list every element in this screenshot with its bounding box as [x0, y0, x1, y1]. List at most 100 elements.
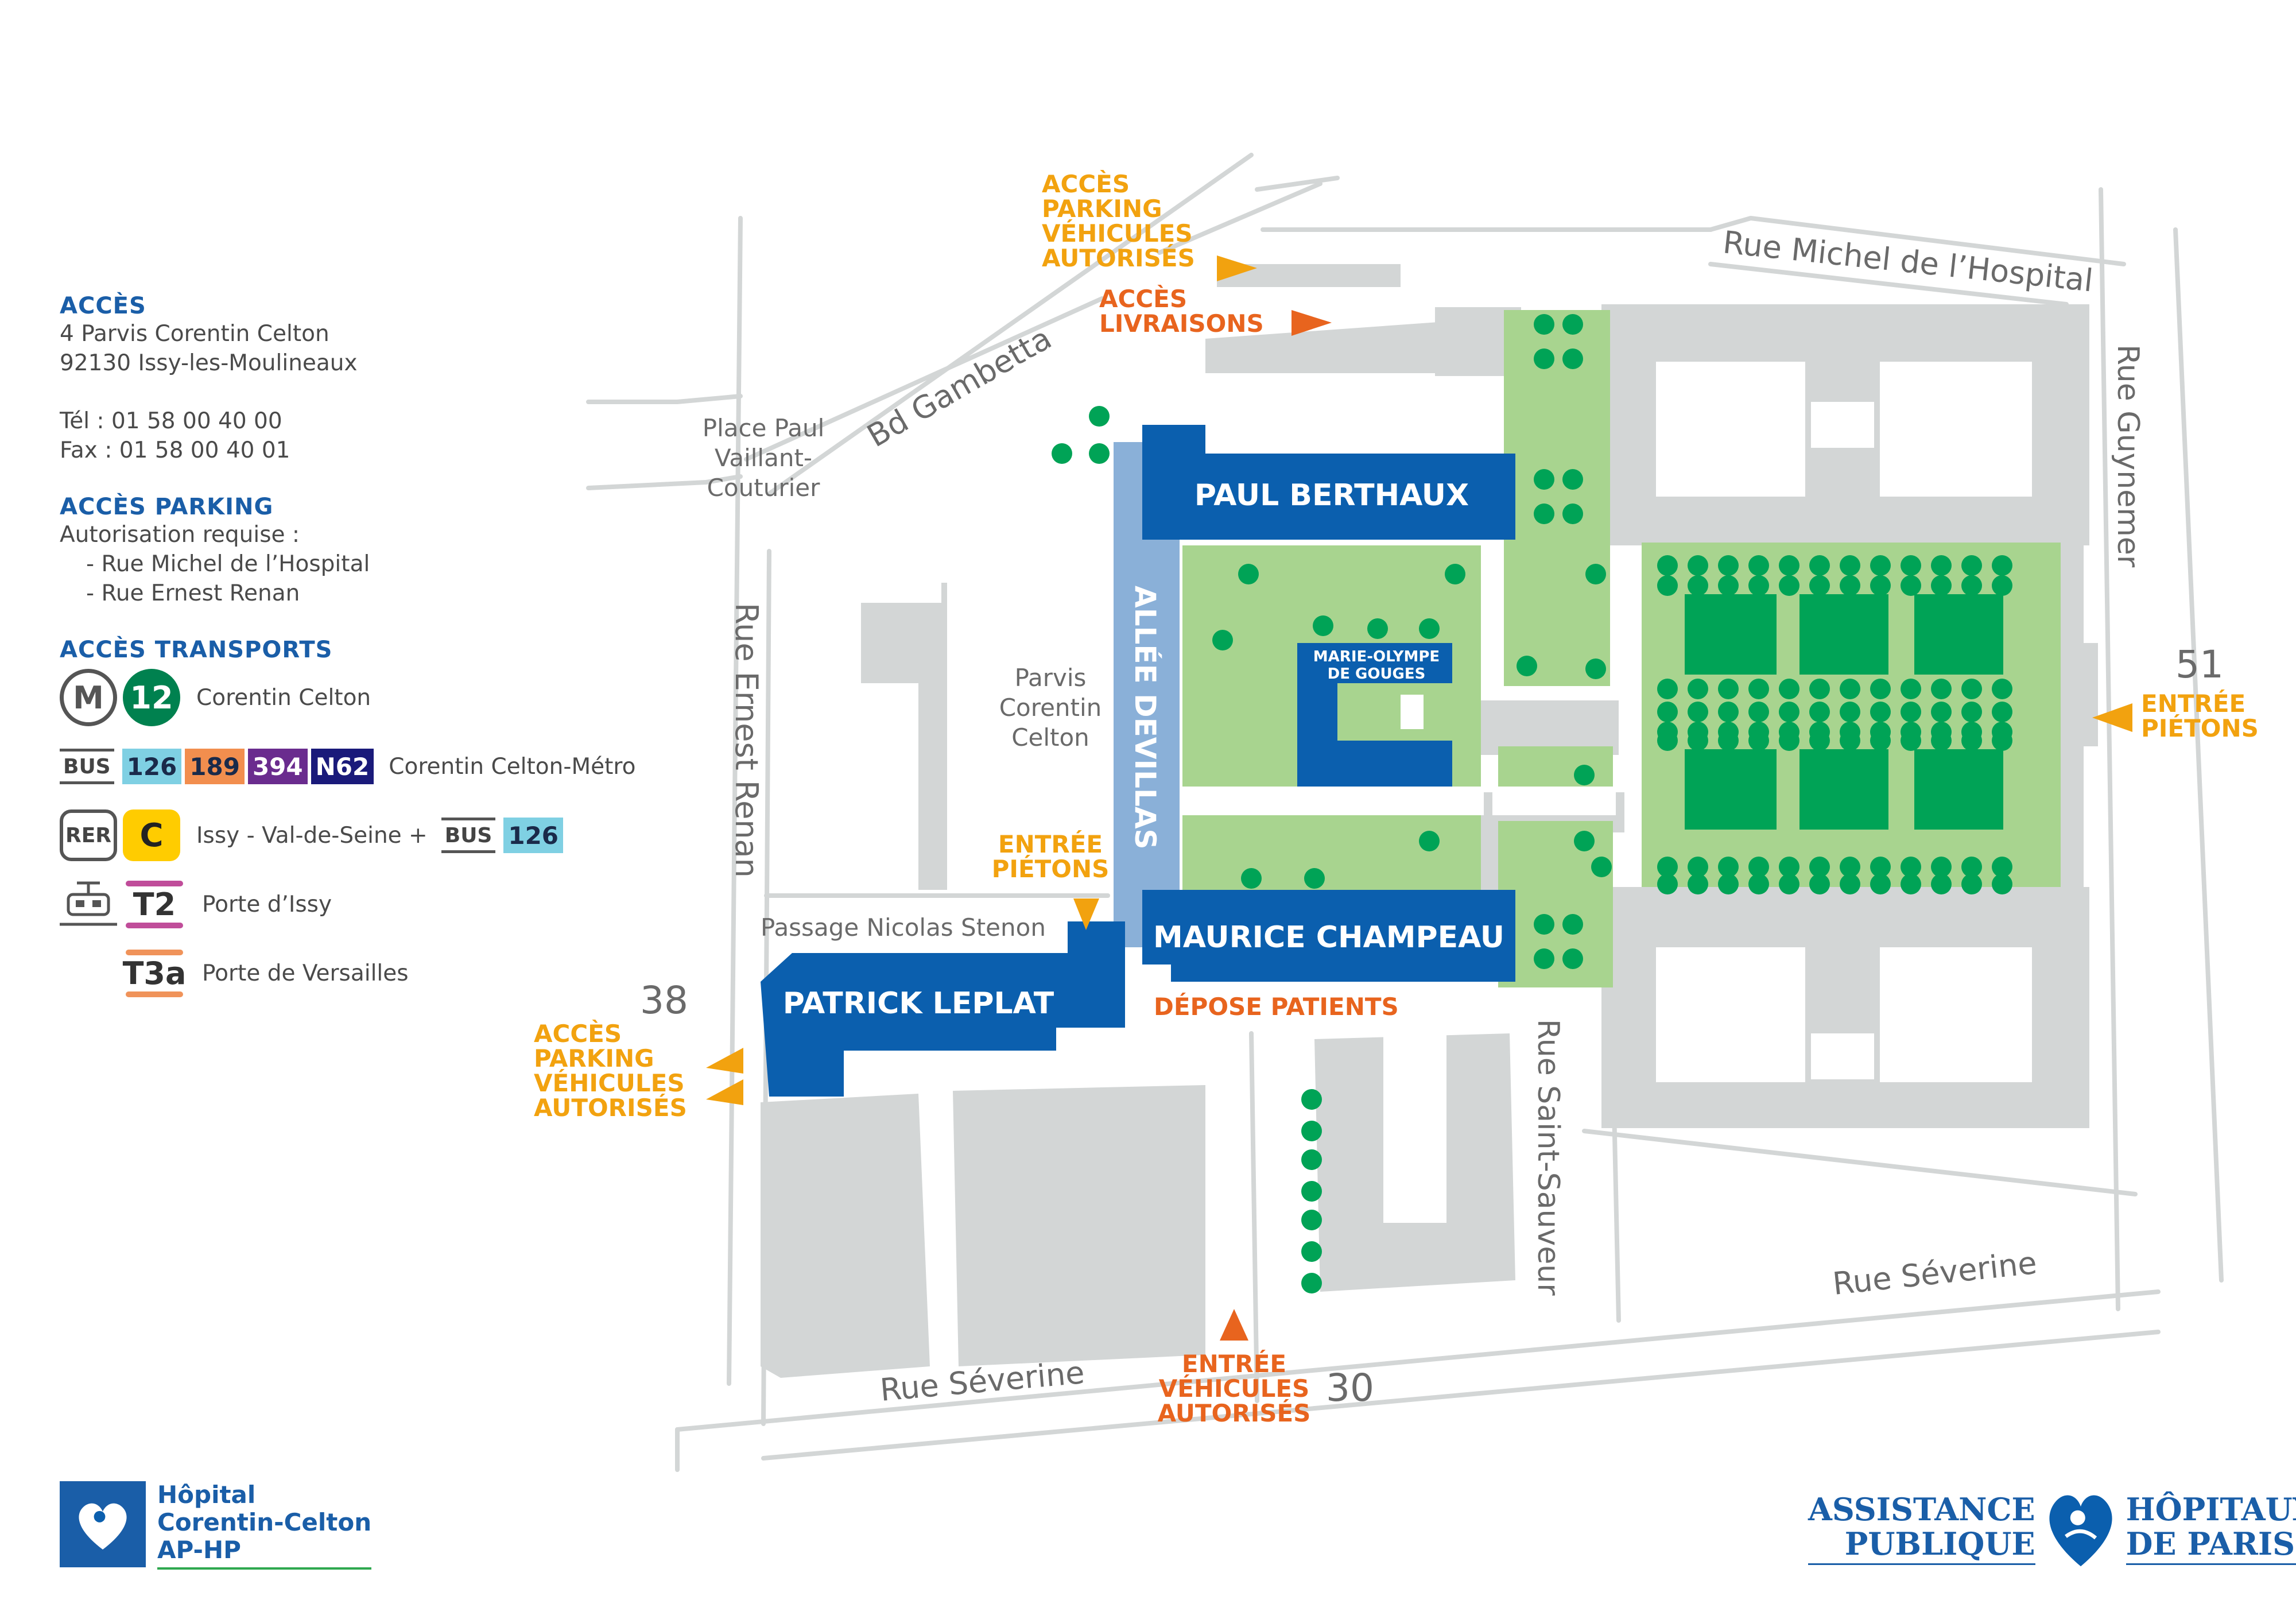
tree-icon — [1562, 503, 1583, 524]
tree-icon — [1748, 874, 1769, 894]
parking-left-2: PARKING — [534, 1044, 654, 1072]
hospital-name-line: Hôpital — [157, 1481, 256, 1509]
tram-icon — [60, 877, 117, 931]
acces-title: ACCÈS — [60, 293, 146, 319]
tree-icon — [1301, 1149, 1322, 1170]
building-patrick-leplat: PATRICK LEPLAT — [783, 986, 1054, 1021]
access-arrows — [706, 255, 2132, 1341]
tree-icon — [1840, 730, 1860, 751]
tree-icon — [1688, 730, 1708, 751]
t2-stop: Porte d’Issy — [202, 891, 332, 917]
allee-devillas-label: ALLÉE DEVILLAS — [1128, 586, 1162, 850]
pietons-right-2: PIÉTONS — [2141, 714, 2259, 742]
tree-icon — [1809, 730, 1830, 751]
parking-top-3: VÉHICULES — [1042, 219, 1193, 247]
tree-icon — [1961, 555, 1982, 576]
tree-icon — [1718, 874, 1739, 894]
parking-requirement: Autorisation requise : — [60, 522, 300, 548]
metro-stop: Corentin Celton — [196, 684, 371, 711]
tree-icon — [1718, 702, 1739, 722]
tree-icon — [1992, 679, 2012, 699]
aphp-right-text: HÔPITAUX DE PARIS — [2126, 1492, 2296, 1565]
t2-row: T2 Porte d’Issy — [60, 870, 691, 939]
tree-icon — [1992, 730, 2012, 751]
tree-icon — [1657, 857, 1678, 877]
tree-icon — [1870, 702, 1891, 722]
livraisons-2: LIVRAISONS — [1099, 309, 1264, 338]
tree-icon — [1931, 679, 1952, 699]
aphp-line: ASSISTANCE — [1808, 1490, 2035, 1528]
tree-icon — [1562, 314, 1583, 335]
tree-icon — [1657, 555, 1678, 576]
tree-icon — [1718, 857, 1739, 877]
courtyards — [1205, 362, 2032, 1082]
access-labels: ACCÈS PARKING VÉHICULES AUTORISÉS ENTRÉE… — [534, 169, 2259, 1427]
tree-icon — [1901, 555, 1921, 576]
tree-icon — [1901, 702, 1921, 722]
tree-icon — [1534, 503, 1554, 524]
arrow-pietons-right — [2092, 703, 2132, 732]
t2-line-bar — [126, 880, 183, 886]
number-51: 51 — [2175, 642, 2224, 687]
tree-icon — [1961, 679, 1982, 699]
tree-icon — [1301, 1273, 1322, 1293]
tree-icon — [1534, 914, 1554, 935]
address-line2: 92130 Issy-les-Moulineaux — [60, 350, 358, 376]
street-saint-sauveur: Rue Saint-Sauveur — [1531, 1019, 1565, 1296]
street-outlines — [586, 153, 2224, 1472]
tree-icon — [1961, 575, 1982, 596]
tree-icon — [1809, 555, 1830, 576]
tree-icon — [1840, 857, 1860, 877]
number-30: 30 — [1326, 1366, 1374, 1410]
tree-icon — [1809, 857, 1830, 877]
bus-line-n62: N62 — [311, 749, 374, 784]
trees — [1052, 314, 2012, 1293]
place-paul-1: Place Paul — [703, 414, 824, 442]
tree-icon — [1809, 874, 1830, 894]
aphp-line: HÔPITAUX — [2126, 1490, 2296, 1528]
tree-icon — [1870, 575, 1891, 596]
parking-left-1: ACCÈS — [534, 1019, 622, 1048]
tree-icon — [1870, 555, 1891, 576]
tree-icon — [1809, 702, 1830, 722]
tree-icon — [1304, 868, 1325, 889]
garden-paths — [1180, 787, 1616, 815]
arrow-parking-top — [1217, 255, 1257, 281]
tree-icon — [1931, 730, 1952, 751]
tree-icon — [1779, 555, 1799, 576]
tree-icon — [1688, 874, 1708, 894]
tree-icon — [1688, 555, 1708, 576]
tree-icon — [1779, 857, 1799, 877]
parvis-3: Celton — [1011, 723, 1089, 752]
metro-icon: M — [60, 669, 117, 726]
t2-line-bar — [126, 922, 183, 928]
tree-icon — [1718, 679, 1739, 699]
blue-buildings — [761, 425, 1515, 1097]
tree-icon — [1718, 555, 1739, 576]
tree-icon — [1445, 564, 1465, 584]
tree-icon — [1931, 702, 1952, 722]
tree-icon — [1657, 702, 1678, 722]
livraisons-1: ACCÈS — [1099, 284, 1187, 313]
tree-icon — [1241, 868, 1262, 889]
bus-icon: BUS — [60, 749, 114, 784]
hospital-name: Hôpital Corentin-Celton AP-HP — [157, 1481, 372, 1570]
street-gambetta: Bd Gambetta — [861, 320, 1057, 454]
tree-icon — [1534, 348, 1554, 369]
tree-icon — [1870, 857, 1891, 877]
tree-icon — [1238, 564, 1259, 584]
tree-icon — [1779, 730, 1799, 751]
tree-icon — [1657, 730, 1678, 751]
aphp-left-text: ASSISTANCE PUBLIQUE — [1808, 1492, 2035, 1565]
tree-icon — [1301, 1121, 1322, 1141]
tree-icon — [1748, 679, 1769, 699]
tree-icon — [1931, 555, 1952, 576]
rer-line-c: C — [123, 809, 180, 861]
tree-icon — [1562, 469, 1583, 490]
hospital-logo: Hôpital Corentin-Celton AP-HP — [60, 1481, 372, 1570]
tree-icon — [1931, 575, 1952, 596]
tree-icon — [1840, 575, 1860, 596]
tree-icon — [1779, 874, 1799, 894]
address-line1: 4 Parvis Corentin Celton — [60, 321, 329, 347]
